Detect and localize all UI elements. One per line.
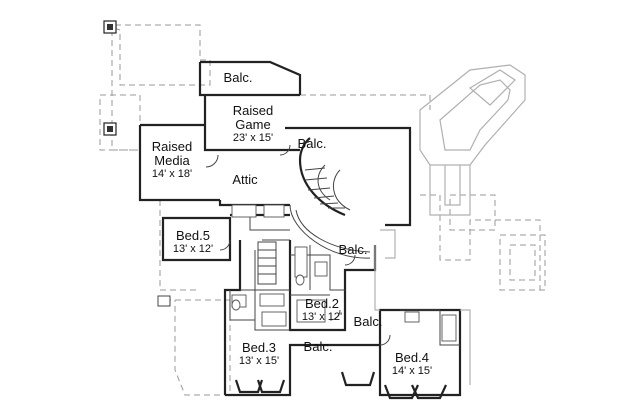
- bed2-label: Bed.2 13' x 12': [292, 297, 352, 324]
- door-swings: [205, 144, 391, 346]
- room-name: Bed.2: [305, 296, 339, 311]
- bed3-label: Bed.3 13' x 15': [228, 341, 290, 368]
- room-dimensions: 14' x 18': [151, 168, 193, 180]
- room-name: Bed.4: [395, 350, 429, 365]
- room-name: Bed.5: [176, 228, 210, 243]
- bed5-label: Bed.5 13' x 12': [163, 229, 223, 256]
- room-name: Media: [154, 153, 190, 168]
- room-name: Bed.3: [242, 340, 276, 355]
- roof-outline-dashed: [99, 24, 546, 396]
- turret-roof: [419, 64, 526, 216]
- room-name: Balc.: [303, 339, 333, 354]
- room-dimensions: 23' x 15': [232, 132, 274, 144]
- balcony-bottom-label: Balc.: [298, 340, 338, 354]
- balcony-lower-right-label: Balc.: [348, 315, 388, 329]
- room-name: Game: [235, 117, 271, 132]
- room-dimensions: 14' x 15': [391, 365, 433, 377]
- room-dimensions: 13' x 12': [301, 311, 343, 323]
- bath-fixtures: [231, 204, 457, 342]
- room-name: Balc.: [223, 70, 253, 85]
- room-name: Balc.: [353, 314, 383, 329]
- raised-game-label: Raised Game 23' x 15': [208, 104, 298, 145]
- bay-windows: [234, 371, 447, 400]
- exterior-walls: [138, 60, 462, 397]
- straight-staircase: [257, 241, 277, 285]
- balcony-top-label: Balc.: [218, 71, 258, 85]
- room-dimensions: 13' x 15': [238, 355, 280, 367]
- balcony-right-label: Balc.: [292, 137, 332, 151]
- curved-staircase: [289, 137, 371, 259]
- room-name: Attic: [232, 172, 258, 187]
- interior-walls: [229, 205, 460, 346]
- attic-label: Attic: [225, 173, 265, 187]
- room-name: Raised: [232, 103, 274, 118]
- room-name: Balc.: [338, 242, 368, 257]
- raised-media-label: Raised Media 14' x 18': [142, 140, 202, 181]
- bed4-label: Bed.4 14' x 15': [382, 351, 442, 378]
- balcony-center-label: Balc.: [333, 243, 373, 257]
- room-name: Balc.: [297, 136, 327, 151]
- exterior-porch: [374, 229, 471, 385]
- room-dimensions: 13' x 12': [172, 243, 214, 255]
- room-name: Raised: [151, 139, 193, 154]
- corner-posts: [103, 20, 171, 307]
